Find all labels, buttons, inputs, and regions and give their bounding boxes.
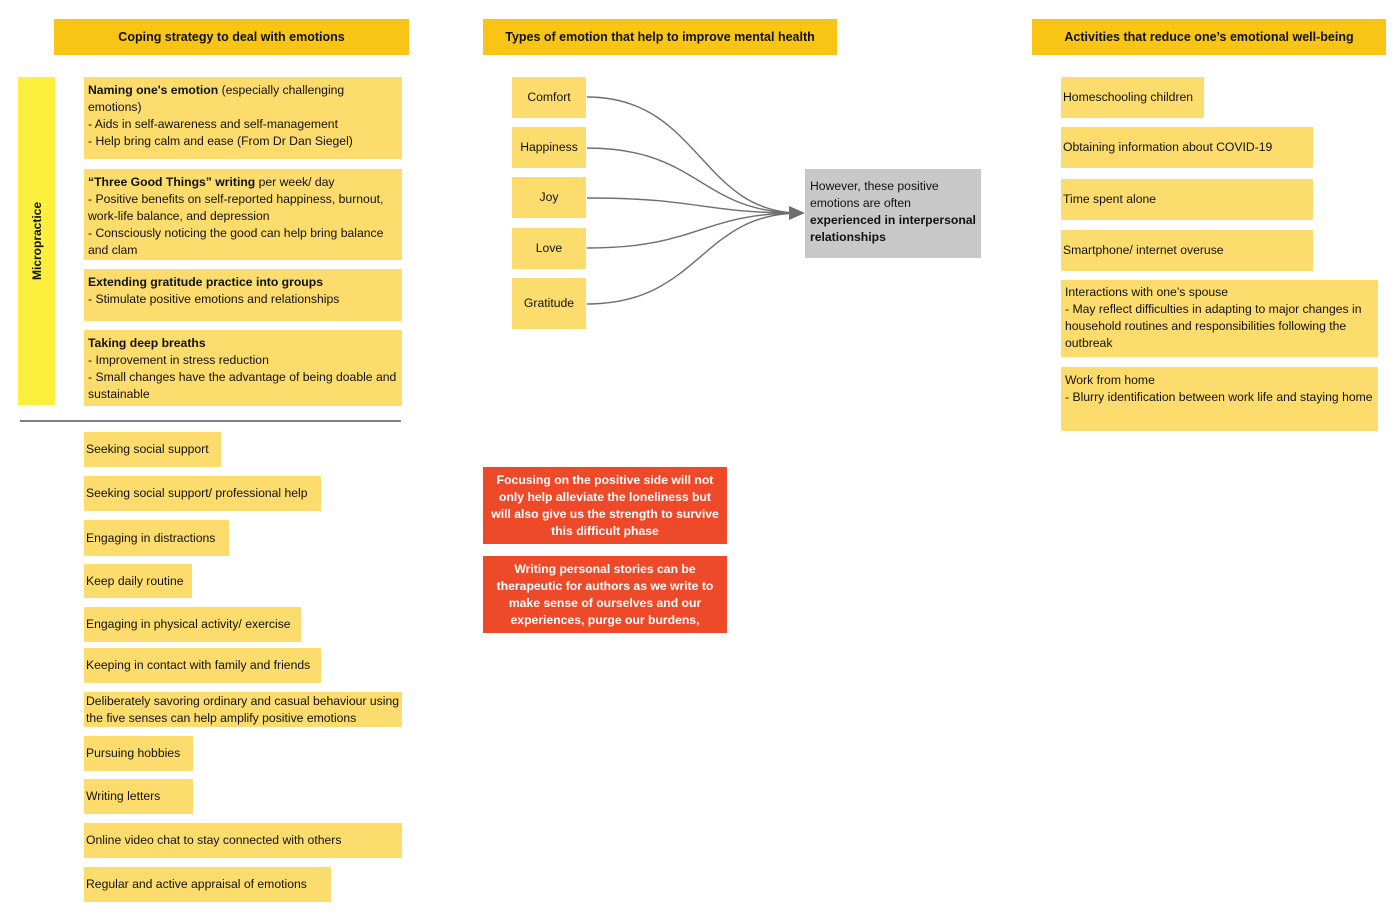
connector-line	[586, 96, 801, 214]
micropractice-note[interactable]: Extending gratitude practice into groups…	[84, 269, 402, 321]
note-line: - Blurry identification between work lif…	[1065, 390, 1373, 404]
emotion-note-happiness[interactable]: Happiness	[512, 127, 586, 168]
activity-note[interactable]: Work from home - Blurry identification b…	[1061, 367, 1378, 431]
note-line: - Small changes have the advantage of be…	[88, 370, 397, 401]
note-line: - May reflect difficulties in adapting t…	[1065, 302, 1362, 350]
micropractice-note[interactable]: Taking deep breaths - Improvement in str…	[84, 330, 402, 406]
micropractice-note[interactable]: “Three Good Things” writing per week/ da…	[84, 169, 402, 260]
strategy-note[interactable]: Online video chat to stay connected with…	[84, 823, 402, 858]
micropractice-bar[interactable]: Micropractice	[18, 77, 55, 405]
emotion-note-comfort[interactable]: Comfort	[512, 77, 586, 118]
note-line: - Help bring calm and ease (From Dr Dan …	[88, 134, 353, 148]
micropractice-note[interactable]: Naming one's emotion (especially challen…	[84, 77, 402, 159]
note-title: “Three Good Things” writing	[88, 175, 256, 189]
strategy-note[interactable]: Engaging in distractions	[84, 520, 229, 556]
activity-note[interactable]: Time spent alone	[1061, 179, 1313, 220]
connector-line	[586, 147, 801, 214]
note-title: Taking deep breaths	[88, 336, 206, 350]
connector-line	[586, 212, 801, 305]
connector-line	[586, 212, 801, 249]
note-line: - Positive benefits on self-reported hap…	[88, 192, 384, 223]
relationship-note-text: However, these positive emotions are oft…	[810, 179, 939, 210]
activity-note[interactable]: Smartphone/ internet overuse	[1061, 230, 1313, 271]
activity-note[interactable]: Homeschooling children	[1061, 77, 1204, 118]
arrowhead	[789, 206, 805, 220]
note-line: - Consciously noticing the good can help…	[88, 226, 384, 257]
strategy-note[interactable]: Keeping in contact with family and frien…	[84, 648, 321, 683]
activity-note[interactable]: Obtaining information about COVID-19	[1061, 127, 1313, 168]
emotion-note-love[interactable]: Love	[512, 228, 586, 269]
personal-stories-note[interactable]: Writing personal stories can be therapeu…	[483, 556, 727, 633]
strategy-note[interactable]: Regular and active appraisal of emotions	[84, 867, 331, 902]
note-title-suffix: (especially challenging emotions)	[88, 83, 345, 114]
strategy-note[interactable]: Deliberately savoring ordinary and casua…	[84, 692, 402, 727]
strategy-note[interactable]: Keep daily routine	[84, 564, 192, 598]
header-emotion-types[interactable]: Types of emotion that help to improve me…	[483, 19, 837, 55]
note-title: Interactions with one’s spouse	[1065, 285, 1229, 299]
note-line: - Aids in self-awareness and self-manage…	[88, 117, 338, 131]
note-title: Work from home	[1065, 373, 1155, 387]
relationship-note-bold: experienced in interpersonal relationshi…	[810, 213, 976, 244]
strategy-note[interactable]: Seeking social support	[84, 432, 221, 467]
section-divider	[20, 420, 401, 422]
activity-note[interactable]: Interactions with one’s spouse - May ref…	[1061, 280, 1378, 357]
relationship-note[interactable]: However, these positive emotions are oft…	[805, 169, 981, 258]
note-title: Extending gratitude practice into groups	[88, 275, 323, 289]
note-title-suffix: per week/ day	[255, 175, 335, 189]
positive-side-note[interactable]: Focusing on the positive side will not o…	[483, 467, 727, 544]
note-line: - Stimulate positive emotions and relati…	[88, 292, 340, 306]
connector-line	[586, 197, 801, 214]
strategy-note[interactable]: Engaging in physical activity/ exercise	[84, 607, 301, 642]
header-coping-strategy[interactable]: Coping strategy to deal with emotions	[54, 19, 409, 55]
strategy-note[interactable]: Pursuing hobbies	[84, 736, 193, 771]
strategy-note[interactable]: Seeking social support/ professional hel…	[84, 476, 321, 511]
note-title: Naming one's emotion	[88, 83, 219, 97]
note-line: - Improvement in stress reduction	[88, 353, 269, 367]
emotion-note-joy[interactable]: Joy	[512, 177, 586, 218]
header-activities[interactable]: Activities that reduce one’s emotional w…	[1032, 19, 1386, 55]
strategy-note[interactable]: Writing letters	[84, 779, 193, 814]
emotion-note-gratitude[interactable]: Gratitude	[512, 278, 586, 329]
